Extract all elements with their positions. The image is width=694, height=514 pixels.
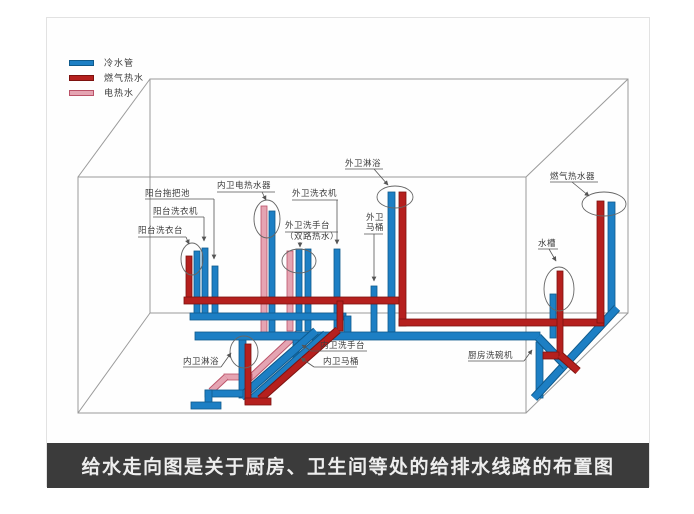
- label-gas-water-heater: 燃气热水器: [550, 171, 596, 181]
- label-inner-shower: 内卫淋浴: [183, 356, 220, 366]
- legend-row-elec: 电热水: [69, 85, 144, 100]
- leader-lines: [185, 168, 590, 368]
- legend-label-hot: 燃气热水: [104, 73, 145, 83]
- caption-text: 给水走向图是关于厨房、卫生间等处的给排水线路的布置图: [81, 457, 615, 478]
- label-balcony-mop-pool: 阳台拖把池: [145, 188, 191, 198]
- diagram-image: 给水走向图是关于厨房、卫生间等处的给排水线路的布置图: [46, 17, 650, 488]
- label-inner-water-heater: 内卫电热水器: [217, 180, 272, 190]
- electric-hot-water-swatch-icon: [69, 89, 94, 96]
- fixture-circles: [180, 185, 627, 369]
- gas-hot-pipes: [183, 191, 605, 406]
- label-balcony-basin: 阳台洗衣台: [138, 225, 184, 235]
- room-box: [77, 78, 629, 414]
- label-outer-toilet-line1: 外卫: [366, 212, 385, 222]
- label-dishwasher: 厨房洗碗机: [468, 350, 514, 360]
- legend-label-cold: 冷水管: [104, 58, 135, 68]
- cold-water-swatch-icon: [69, 59, 94, 66]
- label-outer-basin-line1: 外卫洗手台: [285, 220, 331, 230]
- label-outer-basin-line2: （双路热水）: [285, 231, 340, 241]
- label-outer-shower: 外卫淋浴: [345, 158, 382, 168]
- label-balcony-washer: 阳台洗衣机: [153, 206, 199, 216]
- gas-hot-water-swatch-icon: [69, 74, 94, 81]
- label-inner-toilet: 内卫马桶: [323, 356, 360, 366]
- legend-row-cold: 冷水管: [69, 55, 144, 70]
- legend: 冷水管 燃气热水 电热水: [69, 55, 144, 100]
- legend-row-hot: 燃气热水: [69, 70, 144, 85]
- legend-label-elec: 电热水: [104, 88, 135, 98]
- label-underlines: [138, 168, 598, 368]
- label-sink: 水槽: [538, 238, 557, 248]
- label-inner-basin: 内卫洗手台: [320, 340, 366, 350]
- cold-water-pipes: [189, 191, 621, 410]
- label-outer-toilet-line2: 马桶: [366, 222, 385, 232]
- caption-bar: 给水走向图是关于厨房、卫生间等处的给排水线路的布置图: [47, 443, 649, 488]
- label-outer-washer: 外卫洗衣机: [292, 188, 338, 198]
